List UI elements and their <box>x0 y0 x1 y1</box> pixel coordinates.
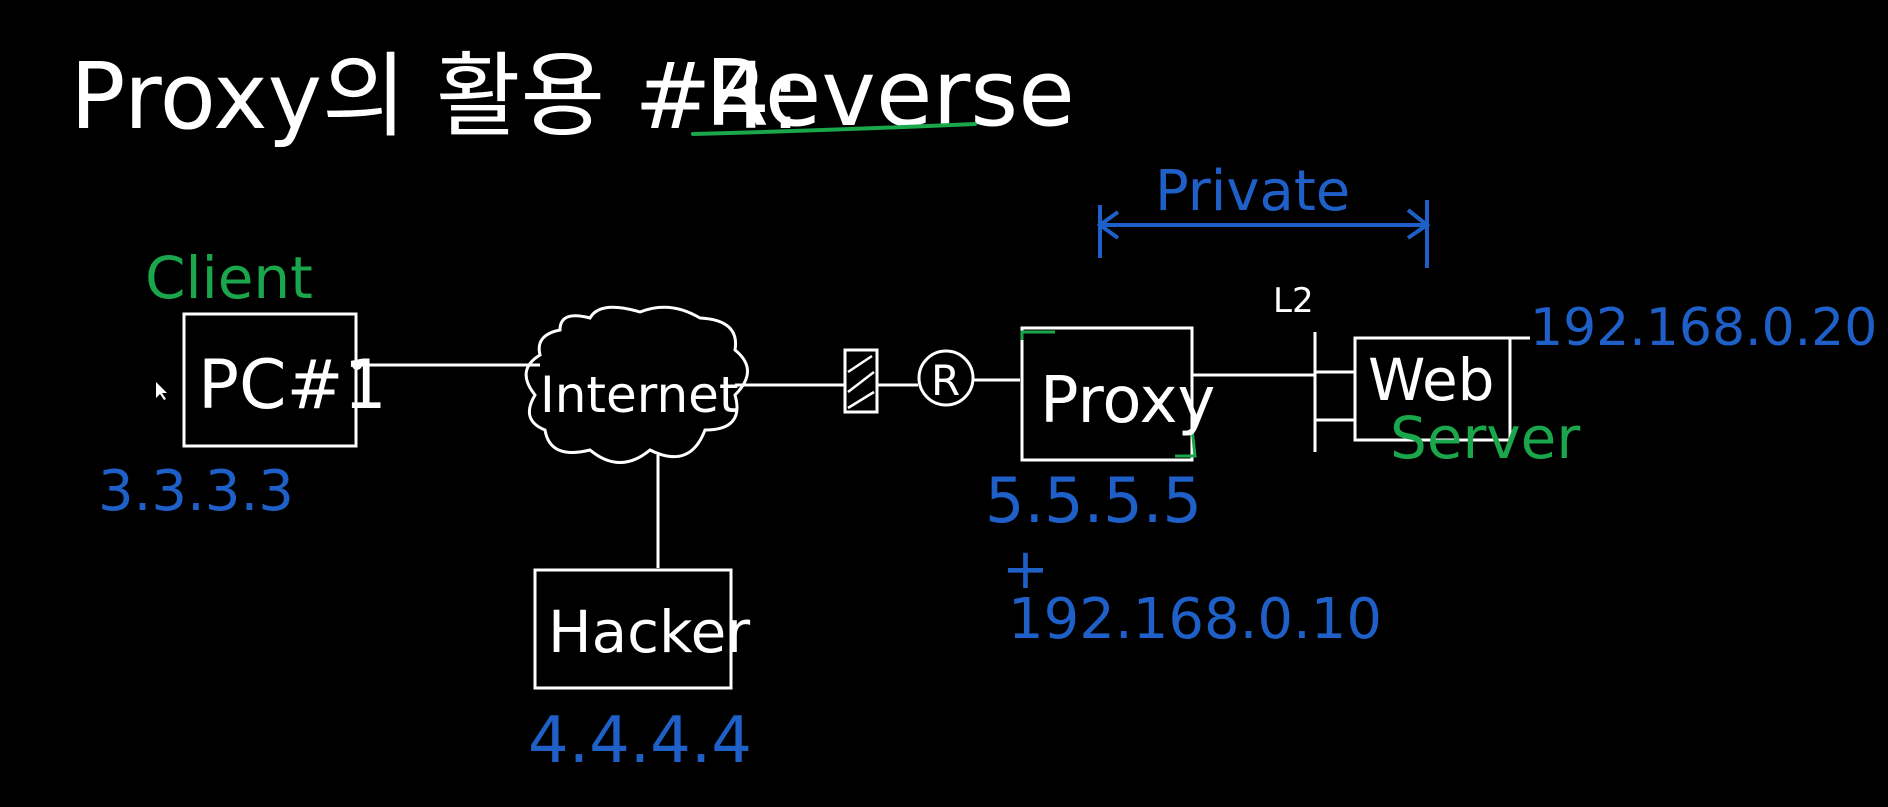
internet-label: Internet <box>540 366 739 424</box>
hacker-box <box>533 568 733 690</box>
cursor-icon <box>156 382 167 400</box>
server-label: Server <box>1390 404 1580 472</box>
proxy-ip-private: 192.168.0.10 <box>1008 587 1382 652</box>
proxy-ip-plus: + <box>1002 537 1049 602</box>
web-ip: 192.168.0.20 <box>1530 298 1877 358</box>
internet-cloud <box>524 305 749 464</box>
router-icon <box>917 349 975 407</box>
switch-label: L2 <box>1273 281 1314 321</box>
pc-ip: 3.3.3.3 <box>98 459 294 524</box>
private-label: Private <box>1155 159 1350 224</box>
proxy-box <box>1020 326 1194 462</box>
proxy-ip-public: 5.5.5.5 <box>985 464 1202 537</box>
hacker-ip: 4.4.4.4 <box>528 704 752 778</box>
client-label: Client <box>145 244 313 312</box>
title-underline <box>691 122 977 136</box>
web-server-box <box>1353 336 1512 442</box>
title-prefix: Proxy의 활용 #4: <box>70 43 801 150</box>
router-label: R <box>931 356 960 405</box>
pc-label: PC#1 <box>198 346 387 425</box>
hacker-label: Hacker <box>548 598 750 666</box>
web-label: Web <box>1368 346 1494 414</box>
proxy-label: Proxy <box>1040 364 1215 438</box>
firewall-icon <box>843 348 879 414</box>
